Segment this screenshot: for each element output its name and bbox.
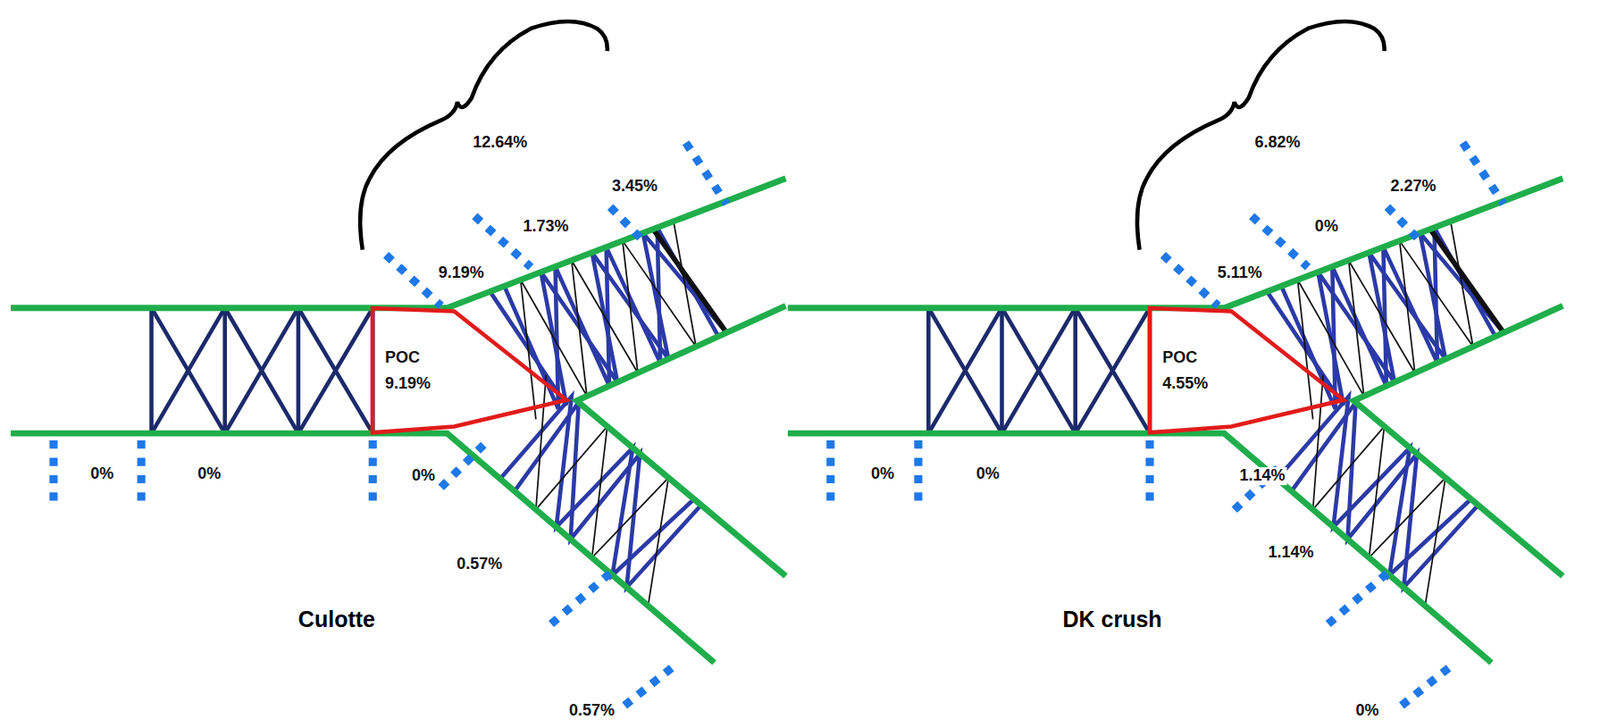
- poc-texts: POC9.19%: [385, 344, 431, 397]
- segment-marker: [1163, 254, 1219, 306]
- stent-strut: [1313, 375, 1446, 606]
- stent-strut: [536, 375, 669, 606]
- vessel-wall: [1353, 305, 1563, 576]
- bifurcation-panel: [10, 21, 787, 706]
- segment-marker: [49, 440, 58, 507]
- stent-strut: [296, 308, 302, 434]
- segment-percent: 0%: [1354, 702, 1382, 721]
- vessel-wall: [577, 305, 787, 576]
- vessel-wall: [10, 433, 715, 663]
- segment-marker: [1328, 572, 1388, 624]
- segment-percent: 5.11%: [1215, 264, 1265, 283]
- stent-strut: [149, 308, 154, 434]
- panel-title: DK crush: [1060, 608, 1164, 634]
- segment-percent: 12.64%: [470, 134, 529, 152]
- poc-texts: POC4.55%: [1162, 344, 1208, 397]
- segment-percent: 0%: [974, 465, 1002, 484]
- region-name: POC: [1162, 344, 1208, 371]
- segment-marker: [1145, 440, 1154, 507]
- segment-marker: [826, 440, 835, 507]
- segment-marker: [385, 254, 442, 306]
- segment-marker: [913, 440, 922, 507]
- percent-value: 9.19%: [385, 370, 431, 397]
- segment-marker: [610, 207, 641, 239]
- percent-value: 4.55%: [1162, 370, 1208, 397]
- segment-percent: 9.19%: [436, 264, 486, 283]
- segment-marker: [137, 440, 146, 507]
- stent-strut: [1075, 308, 1150, 434]
- segment-percent: 0%: [869, 465, 897, 484]
- segment-percent: 0%: [195, 465, 223, 484]
- stent-strut: [999, 308, 1005, 434]
- panel-title: Culotte: [296, 608, 377, 634]
- segment-percent: 3.45%: [610, 177, 660, 196]
- poc-outline: [1149, 308, 1344, 434]
- bracket: [360, 21, 608, 251]
- segment-percent: 0.57%: [454, 555, 504, 574]
- bifurcation-panel: [787, 21, 1564, 706]
- poc-outline: [372, 308, 567, 433]
- stent-strut: [151, 308, 226, 434]
- stent-strut: [500, 396, 695, 576]
- stent-strut: [225, 308, 299, 434]
- segment-marker: [1387, 207, 1418, 239]
- poc-region: POC9.19%: [372, 308, 567, 434]
- stent-strut: [298, 308, 373, 434]
- stent-strut: [928, 308, 1002, 434]
- segment-percent: 2.27%: [1388, 177, 1438, 196]
- segment-percent: 1.73%: [521, 217, 571, 236]
- stent-strut: [1430, 229, 1504, 334]
- segment-percent: 1.14%: [1265, 544, 1316, 562]
- segment-percent: 0%: [1313, 217, 1341, 236]
- segment-marker: [368, 440, 377, 507]
- bracket: [1137, 21, 1385, 251]
- segment-marker: [624, 664, 676, 706]
- segment-marker: [1462, 142, 1504, 204]
- segment-marker: [551, 572, 611, 624]
- segment-percent: 0%: [88, 465, 116, 484]
- segment-marker: [1401, 664, 1453, 706]
- vessel-wall: [10, 178, 787, 309]
- region-name: POC: [385, 344, 431, 371]
- segment-percent: 1.14%: [1237, 468, 1287, 486]
- segment-marker: [441, 440, 489, 488]
- stent-strut: [225, 308, 299, 434]
- segment-percent: 0%: [410, 468, 437, 486]
- vessel-wall: [787, 178, 1564, 309]
- vessel-wall: [787, 433, 1492, 663]
- stent-strut: [151, 308, 226, 434]
- segment-percent: 0.57%: [567, 702, 617, 721]
- poc-outline: [372, 308, 567, 434]
- stent-strut: [222, 308, 227, 434]
- stent-strut: [1075, 308, 1150, 434]
- stent-strut: [1072, 308, 1078, 434]
- poc-region: POC4.55%: [1149, 308, 1344, 434]
- stent-strut: [926, 308, 931, 434]
- segment-marker: [686, 142, 728, 204]
- stent-strut: [653, 229, 727, 334]
- poc-outline: [1149, 308, 1344, 433]
- segment-percent: 6.82%: [1253, 134, 1303, 152]
- stent-strut: [1002, 308, 1076, 434]
- stent-strut: [928, 308, 1002, 434]
- stent-strut: [298, 308, 373, 434]
- segment-marker: [1251, 216, 1308, 268]
- stent-strut: [1002, 308, 1076, 434]
